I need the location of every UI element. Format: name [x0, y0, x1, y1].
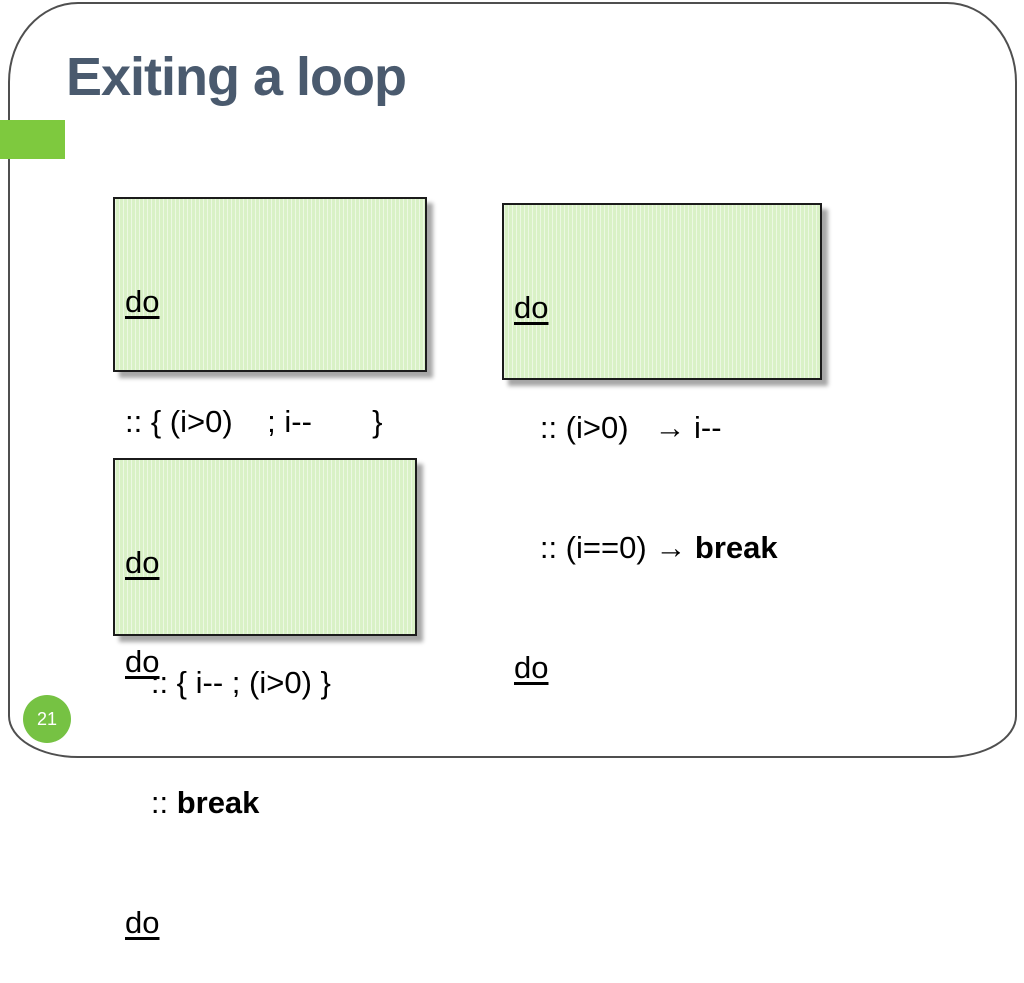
- code-box-do-while: do :: { i-- ; (i>0) } :: break do: [113, 458, 417, 940]
- code-line-option: :: (i==0) → break: [514, 528, 810, 568]
- title-accent-bar: [0, 120, 65, 159]
- code-box-guard-arrows: do :: (i>0) → i-- :: (i==0) → break do: [502, 203, 822, 685]
- code-line-do-close: do: [125, 642, 415, 682]
- code-line-option: :: break: [125, 783, 405, 823]
- page-number-badge: 21: [23, 695, 71, 743]
- code-line-do-open: do: [125, 543, 405, 583]
- code-line-option: :: (i>0) → i--: [514, 408, 810, 448]
- code-line-option: :: { i-- ; (i>0) }: [125, 663, 405, 703]
- code-text: ::: [125, 785, 177, 820]
- page-number: 21: [36, 708, 58, 729]
- code-keyword-do: do: [125, 545, 160, 580]
- code-line-option: :: { (i>0) ; i-- }: [125, 402, 415, 442]
- code-keyword-break: break: [694, 530, 778, 565]
- code-keyword-do: do: [125, 284, 160, 319]
- code-keyword-do: do: [125, 905, 160, 940]
- code-line-do-open: do: [514, 288, 810, 328]
- code-line-do-close: do: [514, 648, 810, 688]
- code-keyword-do: do: [514, 290, 549, 325]
- slide-title: Exiting a loop: [66, 47, 407, 107]
- code-text: :: (i==0) →: [514, 530, 695, 565]
- code-line-do-open: do: [125, 282, 415, 322]
- code-box-braces-semicolons: do :: { (i>0) ; i-- } :: { (i==0) ; brea…: [113, 197, 427, 679]
- code-line-do-close: do: [125, 903, 405, 943]
- code-text: :: { (i>0) ; i-- }: [125, 404, 383, 439]
- code-text: :: (i>0) → i--: [514, 410, 722, 445]
- code-keyword-do: do: [514, 650, 549, 685]
- code-keyword-do: do: [125, 644, 160, 679]
- code-keyword-break: break: [176, 785, 260, 820]
- code-text: :: { i-- ; (i>0) }: [125, 665, 331, 700]
